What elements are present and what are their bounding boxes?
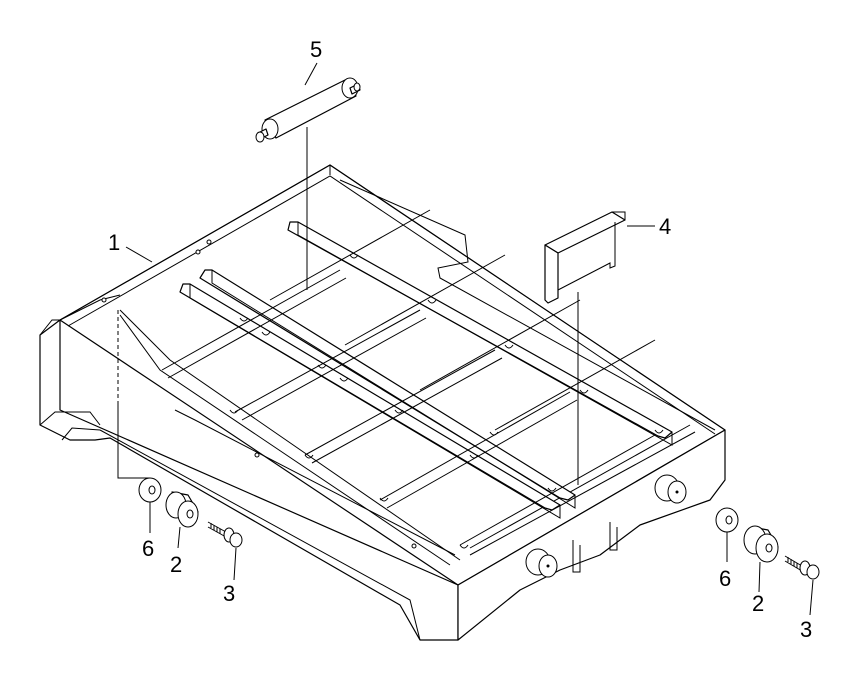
washer-right (715, 507, 739, 533)
callout-labels: 1 5 4 6 2 3 6 2 3 (108, 37, 812, 642)
screw-right (784, 555, 820, 580)
washer-left (138, 477, 162, 503)
bracket (544, 211, 626, 304)
foot-left (165, 491, 199, 528)
callout-2-right: 2 (752, 591, 764, 616)
tray-ribs (161, 209, 673, 549)
leader-lines (117, 62, 814, 616)
foot-right (743, 525, 779, 563)
callout-2-left: 2 (170, 552, 182, 577)
callout-3-left: 3 (223, 581, 235, 606)
screw-left (207, 521, 243, 548)
callout-5: 5 (310, 37, 322, 62)
roller-shaft (255, 77, 361, 143)
callout-6-right: 6 (719, 566, 731, 591)
callout-3-right: 3 (800, 617, 812, 642)
callout-6-left: 6 (142, 536, 154, 561)
tray-foot-right (654, 474, 687, 504)
tray-foot-left (525, 548, 558, 578)
callout-1: 1 (108, 230, 120, 255)
callout-4: 4 (659, 214, 671, 239)
